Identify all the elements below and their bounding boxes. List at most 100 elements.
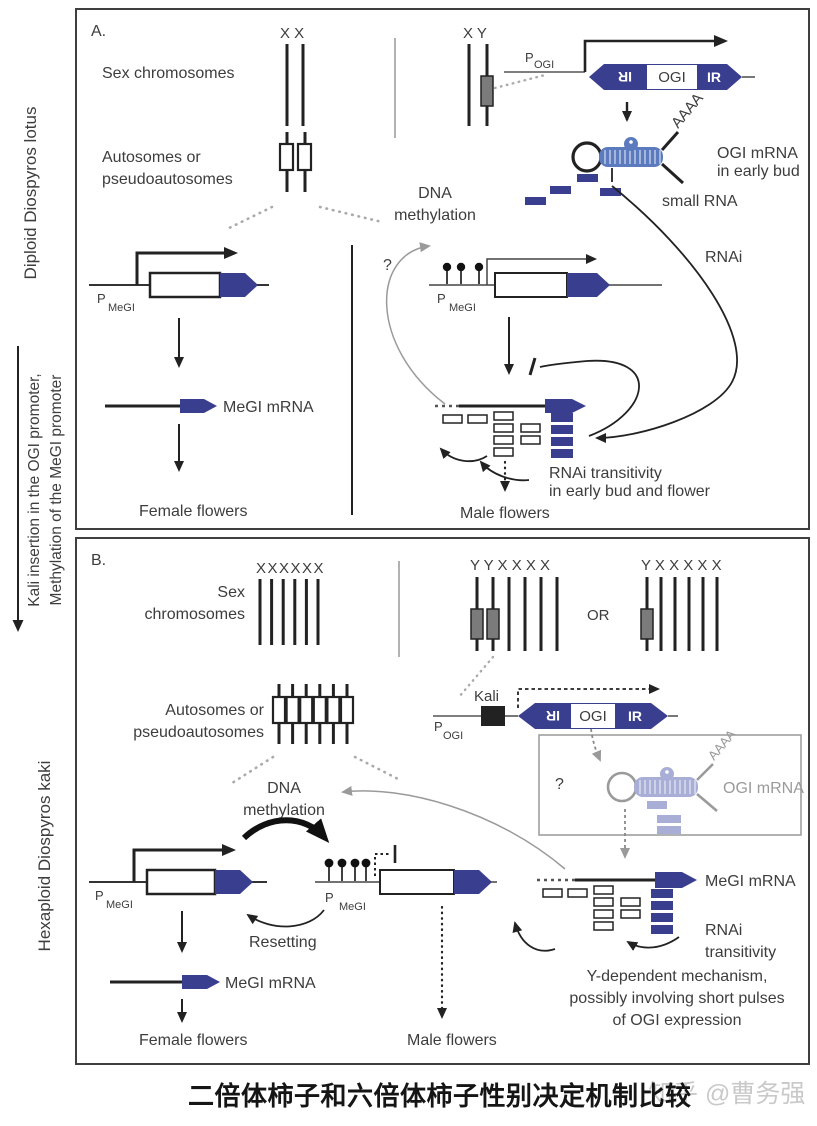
svg-text:X Y: X Y (463, 25, 487, 42)
transitivity-label-2: in early bud and flower (549, 483, 711, 500)
autosomes-label-1: Autosomes or (102, 149, 201, 166)
megi-mrna-label: MeGI mRNA (705, 873, 796, 890)
locus-dotted-right (318, 205, 384, 224)
ogi-mrna-label-1: OGI mRNA (717, 145, 798, 162)
ydep-label-2: possibly involving short pulses (569, 990, 784, 1007)
male-flowers-label: Male flowers (460, 505, 550, 522)
primary-sirnas (551, 413, 573, 458)
locus-dotted-left (227, 755, 275, 787)
resetting-label: Resetting (249, 934, 317, 951)
hypothetical-ogi-mrna-box: ? AAAA OGI mRNA (538, 726, 804, 836)
svg-text:MeGI: MeGI (449, 302, 476, 314)
megi-mrna: MeGI mRNA (110, 975, 316, 992)
ir-right: IR (707, 69, 721, 85)
methylation-lollipops (324, 858, 371, 881)
transitivity-arrow-right (626, 936, 680, 951)
inhibition-tbar (528, 357, 537, 376)
strong-methylation-arrow (241, 817, 330, 844)
x6-chromosomes: XXXXXX (256, 560, 324, 645)
rnai-label: RNAi (705, 249, 742, 266)
megi-gene-methylated: P MeGI (315, 845, 497, 913)
inhibition-arc (539, 359, 640, 437)
sidebar-transition-arrow (12, 346, 24, 632)
rnai-label-2: transitivity (705, 944, 776, 961)
megi-gene-active: P MeGI (89, 247, 269, 314)
rnai-label-1: RNAi (705, 922, 742, 939)
panel-a: A. Sex chromosomes X X X Y P OGI IR OGI … (75, 8, 810, 530)
dotted-inhibited-promoter (374, 853, 391, 876)
pulse-transcription-dashed-arrow (517, 684, 660, 708)
polya-tail: AAAA (668, 90, 707, 132)
hairpin-bulge (624, 137, 638, 151)
megi-mrna: MeGI mRNA (105, 399, 314, 416)
y-locus-dotted (457, 655, 495, 699)
faded-small-rnas (647, 801, 681, 834)
ogi-label: OGI (658, 69, 686, 86)
svg-text:OGI: OGI (443, 730, 463, 742)
transitivity-arrow-left (512, 921, 556, 952)
svg-text:MeGI mRNA: MeGI mRNA (225, 975, 316, 992)
ir-left-reversed: IR (546, 708, 560, 724)
panel-b-tag: B. (91, 552, 106, 569)
ogi-promoter-arrow (583, 35, 728, 72)
sex-label-2: chromosomes (145, 606, 245, 623)
or-label: OR (587, 607, 610, 624)
kali-insertion-box (481, 706, 505, 726)
secondary-sirnas (542, 885, 641, 931)
dna-methylation-1: DNA (418, 185, 452, 202)
y-ogi-locus-box (480, 75, 494, 107)
autosomes-label-2: pseudoautosomes (133, 724, 264, 741)
svg-text:MeGI: MeGI (106, 899, 133, 911)
ogi-hairpin-rna: AAAA (571, 90, 707, 185)
svg-text:OGI: OGI (534, 59, 554, 71)
ogi-mrna-label-2: in early bud (717, 163, 800, 180)
ydep-label-1: Y-dependent mechanism, (587, 968, 768, 985)
methylation-trigger-curve (341, 785, 566, 870)
svg-text:P: P (525, 50, 534, 65)
figure-caption: 二倍体柿子和六倍体柿子性别决定机制比较 (188, 1081, 692, 1111)
yyxxxx-chromosomes: Y Y X X X X (470, 557, 559, 651)
methylation-lollipops (442, 262, 484, 284)
transitivity-label-1: RNAi transitivity (549, 465, 662, 482)
small-rna-cluster (525, 174, 621, 205)
xy-chromosome-pair: X Y (463, 25, 494, 126)
megi-promoter-arrow (132, 844, 236, 882)
megi-gene-methylated: P MeGI (429, 254, 662, 314)
polya-tail-faded: AAAA (705, 726, 739, 762)
dna-methylation-1: DNA (267, 780, 301, 797)
sidebar-transition-label: Kali insertion in the OGI promoter, Meth… (26, 373, 65, 607)
ogi-mrna-faded-label: OGI mRNA (723, 780, 804, 797)
transitivity-arrow-left (439, 447, 488, 463)
female-flowers-label: Female flowers (139, 1032, 247, 1049)
autosome-pair (278, 132, 313, 192)
secondary-sirnas (442, 411, 541, 457)
transitivity-arrow-right (479, 460, 530, 482)
resetting-arrow (246, 909, 325, 928)
dashed-arrow-into-box (590, 728, 602, 762)
yxxxxx-chromosomes: Y X X X X X (640, 557, 722, 651)
kali-label: Kali (474, 688, 499, 705)
svg-text:X X: X X (280, 25, 304, 42)
svg-text:P: P (434, 719, 443, 734)
ogi-gene-model: P OGI IR OGI IR (504, 35, 755, 90)
svg-text:P: P (325, 890, 334, 905)
sidebar-diploid-label: Diploid Diospyros lotus (21, 106, 40, 280)
kali-ogi-gene-model: Kali P OGI IR OGI IR (433, 684, 678, 742)
svg-text:MeGI mRNA: MeGI mRNA (223, 399, 314, 416)
ir-left-reversed: IR (618, 69, 632, 85)
female-flowers-label: Female flowers (139, 503, 247, 520)
svg-text:Y X X X X X: Y X X X X X (641, 557, 722, 574)
hairpin-loop (571, 141, 603, 173)
autosomes-label-1: Autosomes or (165, 702, 264, 719)
autosomes-label-2: pseudoautosomes (102, 171, 233, 188)
male-megi-mrna-cluster: MeGI mRNA (512, 872, 796, 952)
small-rna-label: small RNA (662, 193, 738, 210)
svg-text:P: P (97, 291, 106, 306)
ydep-label-3: of OGI expression (613, 1012, 742, 1029)
svg-text:MeGI: MeGI (339, 901, 366, 913)
male-flowers-label: Male flowers (407, 1032, 497, 1049)
locus-dotted-right (353, 755, 404, 783)
primary-sirnas (651, 889, 673, 934)
methylation-question-curve (386, 242, 446, 405)
